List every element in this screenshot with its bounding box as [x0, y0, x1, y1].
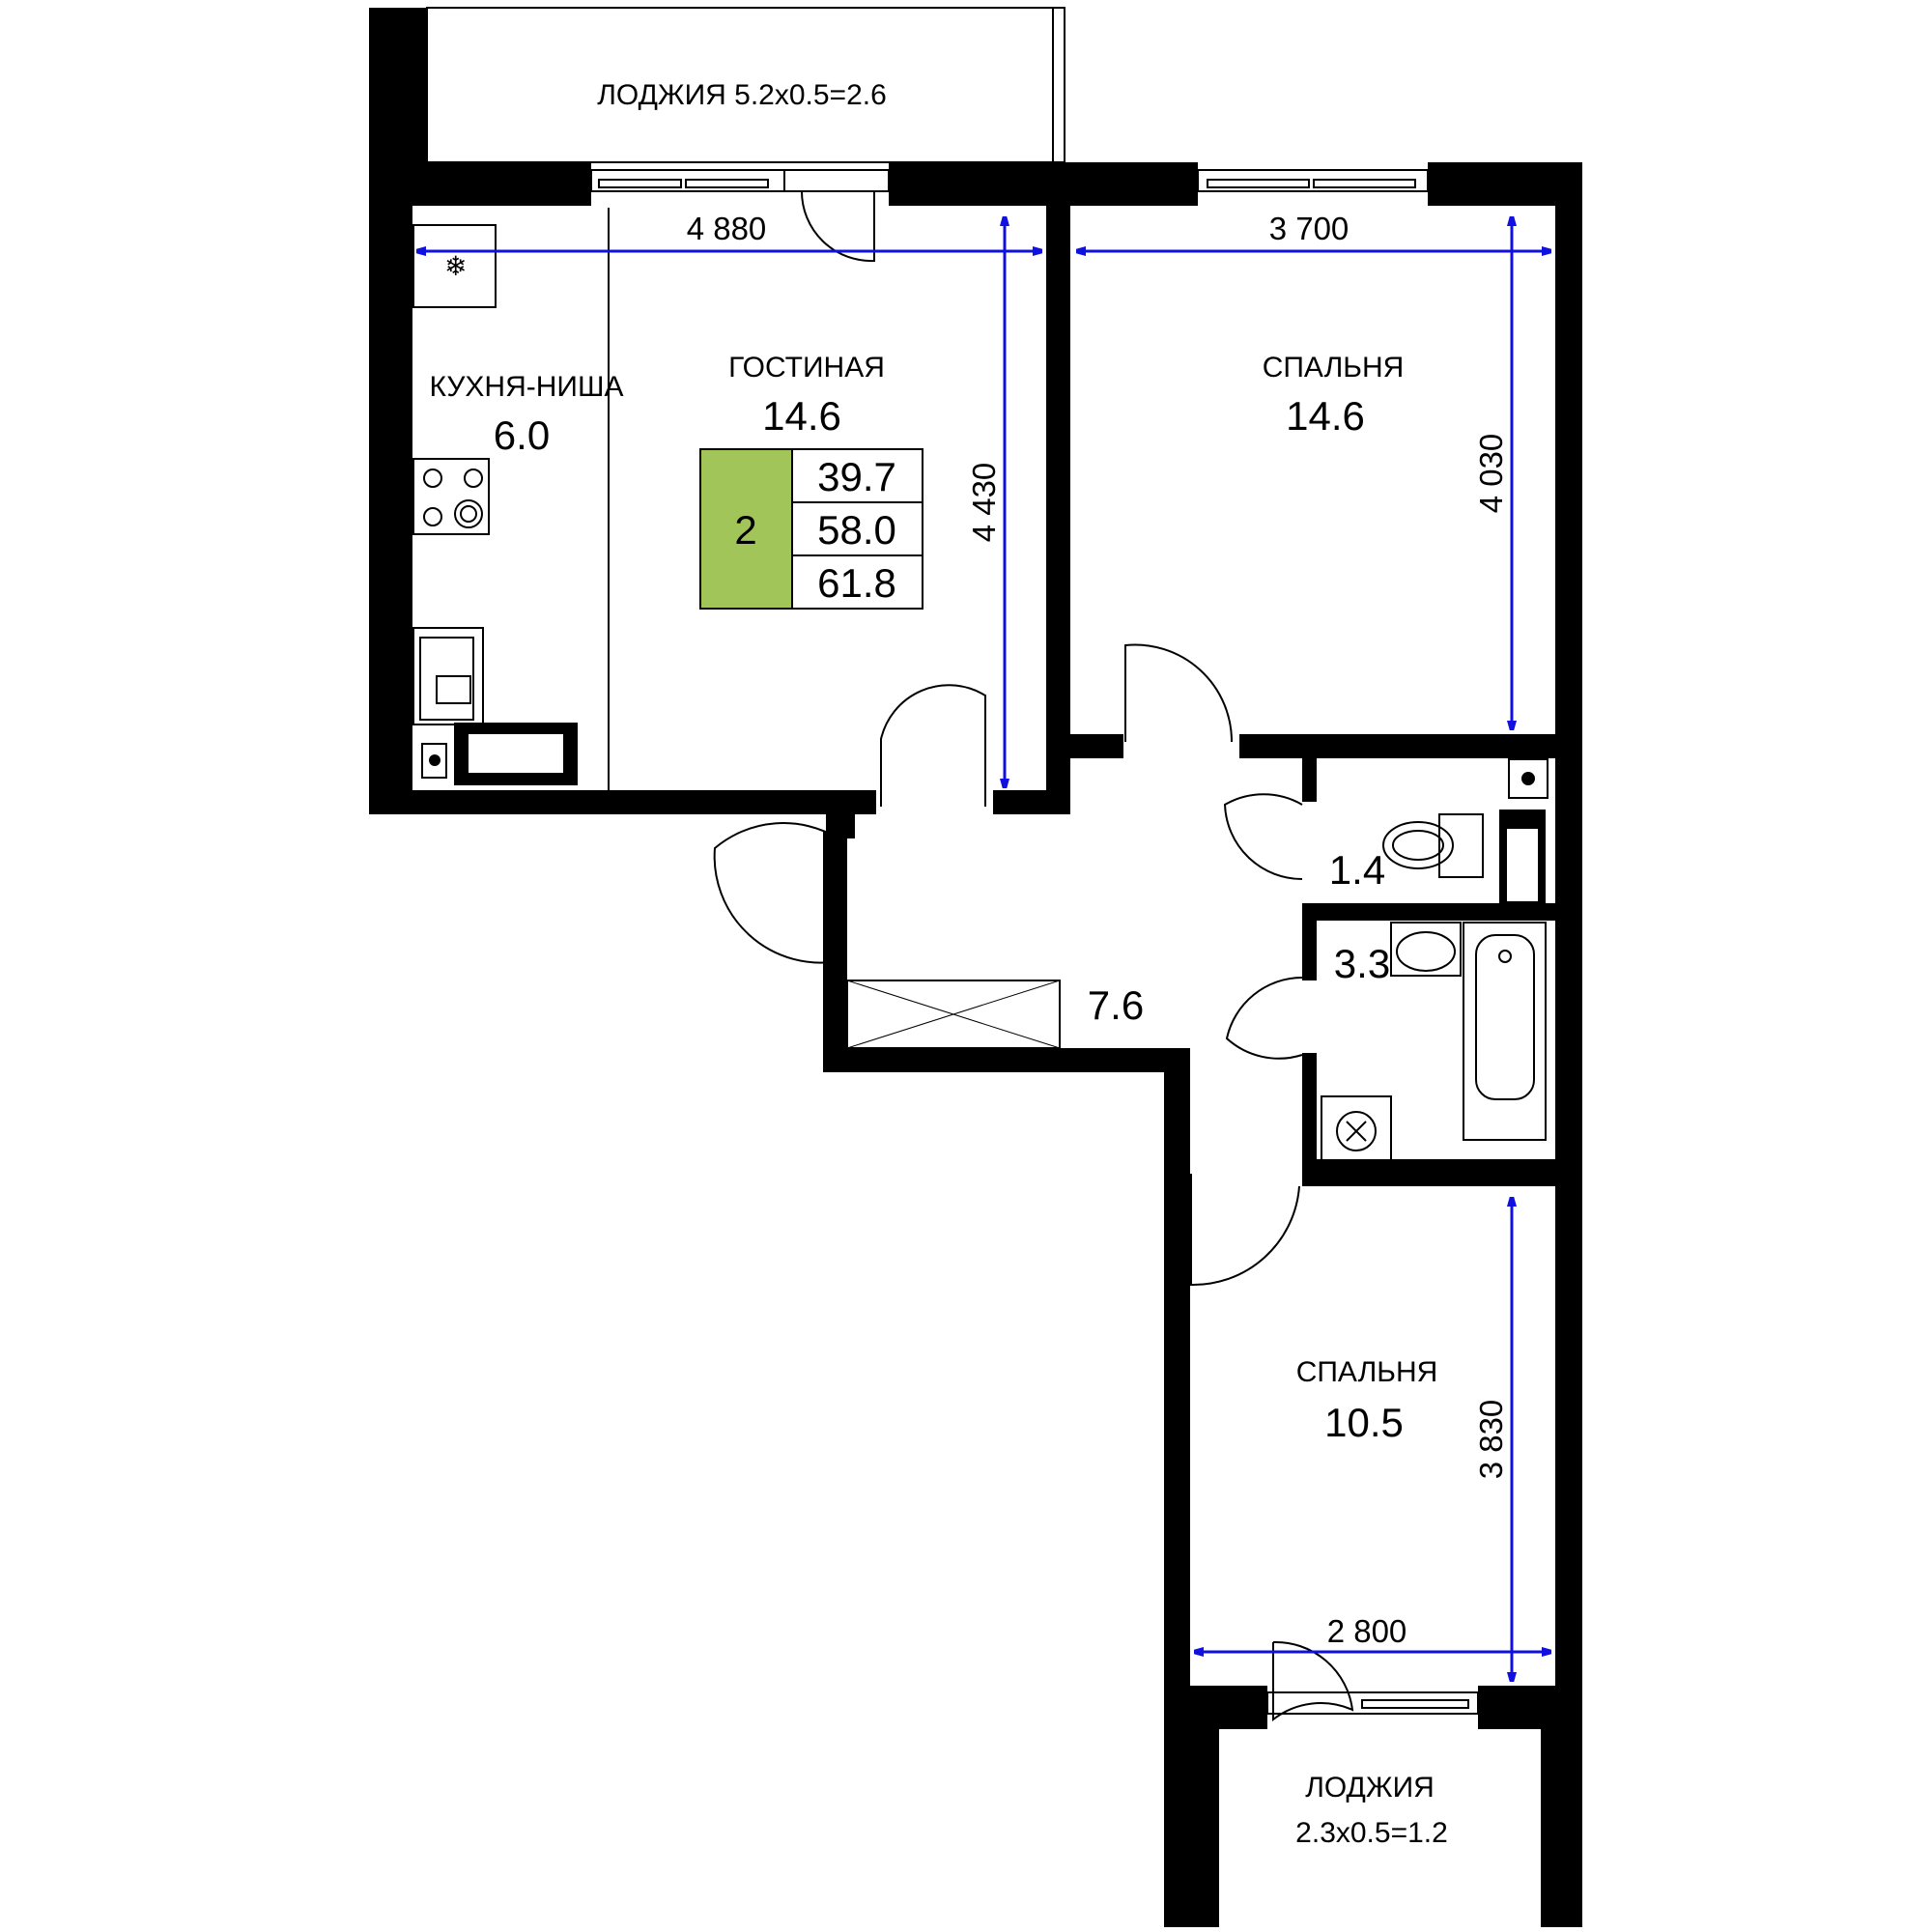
living-name: ГОСТИНАЯ — [728, 352, 885, 384]
wc-area: 1.4 — [1329, 847, 1385, 893]
snowflake-icon: ❄ — [444, 251, 467, 281]
loggia-top — [369, 7, 1065, 172]
stove-icon — [412, 458, 490, 535]
bedroom1-area: 14.6 — [1286, 393, 1365, 439]
hall-closet — [846, 980, 1061, 1049]
rooms-count: 2 — [734, 507, 756, 553]
dimension-lines — [417, 217, 1550, 1681]
bath-fixtures — [1321, 758, 1548, 1167]
living-area: 39.7 — [817, 454, 896, 499]
kitchen-area: 6.0 — [494, 412, 550, 458]
walls — [369, 162, 1582, 1927]
room-labels: ЛОДЖИЯ 5.2х0.5=2.6 КУХНЯ-НИША 6.0 ГОСТИН… — [430, 79, 1448, 1849]
hall-area: 7.6 — [1088, 982, 1144, 1028]
total-with-loggia: 61.8 — [817, 560, 896, 606]
bedroom2-area: 10.5 — [1324, 1400, 1404, 1445]
bathtub-icon — [1463, 922, 1547, 1141]
dim-bedroom1-depth: 4 030 — [1473, 434, 1509, 514]
dim-bedroom2-width: 2 800 — [1327, 1613, 1407, 1649]
toilet-icon — [1382, 813, 1484, 878]
total-area: 58.0 — [817, 507, 896, 553]
bedroom2-name: СПАЛЬНЯ — [1296, 1356, 1438, 1388]
bath-area: 3.3 — [1334, 941, 1390, 986]
dim-living-width: 4 880 — [687, 211, 767, 246]
washbasin-icon — [1390, 922, 1462, 977]
living-area-label: 14.6 — [762, 393, 841, 439]
loggia-bottom-size: 2.3х0.5=1.2 — [1295, 1817, 1448, 1849]
windows — [590, 169, 1479, 1715]
dim-living-depth: 4 430 — [966, 463, 1002, 543]
loggia-bottom-name: ЛОДЖИЯ — [1305, 1772, 1435, 1804]
kitchen-fixtures: ❄ — [412, 208, 610, 790]
washing-machine-icon — [1321, 1095, 1392, 1167]
summary-badge: 2 39.7 58.0 61.8 — [699, 448, 923, 610]
dim-bedroom2-depth: 3 830 — [1473, 1400, 1509, 1480]
bedroom1-name: СПАЛЬНЯ — [1263, 352, 1405, 384]
sink-icon — [412, 627, 484, 725]
kitchen-name: КУХНЯ-НИША — [430, 371, 624, 403]
dimension-labels: 4 880 4 430 3 700 4 030 2 800 3 830 — [687, 211, 1509, 1649]
loggia-top-label: ЛОДЖИЯ 5.2х0.5=2.6 — [597, 79, 887, 111]
dim-bedroom1-width: 3 700 — [1269, 211, 1350, 246]
